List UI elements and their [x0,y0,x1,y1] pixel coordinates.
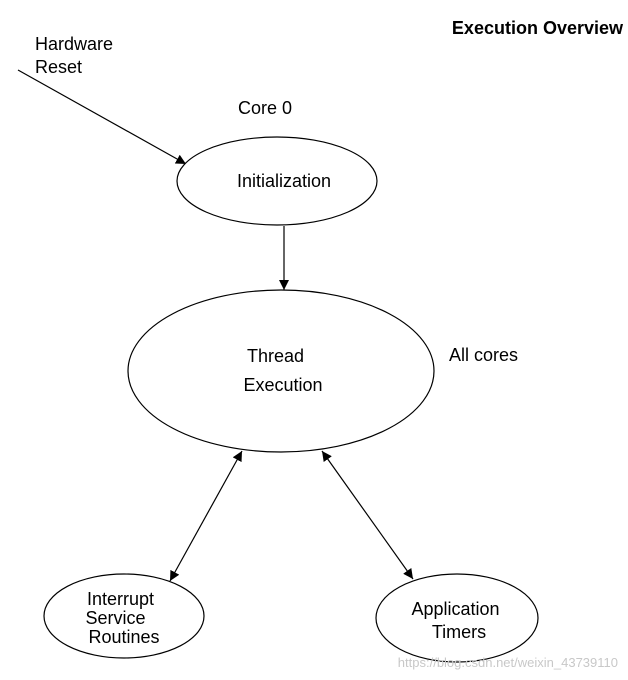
thread-execution-node [127,289,435,453]
app-timers-node [375,573,539,663]
initialization-node [176,136,378,226]
hardware-reset-label: Hardware Reset [35,34,118,77]
thread-execution-line-2: Execution [243,375,322,395]
thread-execution-label: Thread Execution [243,346,322,395]
edge-thread-app-timers [321,450,414,580]
edge-thread-isr [169,450,243,582]
core0-label: Core 0 [238,98,292,118]
all-cores-label: All cores [449,345,518,365]
hardware-reset-line-2: Reset [35,57,82,77]
thread-execution-line-1: Thread [247,346,304,366]
isr-line-3: Routines [88,627,159,647]
app-timers-line-2: Timers [432,622,486,642]
hardware-reset-line-1: Hardware [35,34,113,54]
watermark-text: https://blog.csdn.net/weixin_43739110 [398,655,618,670]
isr-line-2: Service [85,608,145,628]
app-timers-label: Application Timers [411,599,504,642]
edge-reset-to-initialization [17,69,187,165]
isr-label: Interrupt Service Routines [85,589,159,647]
app-timers-line-1: Application [411,599,499,619]
isr-line-1: Interrupt [87,589,154,609]
isr-node [43,573,205,659]
diagram-title: Execution Overview [452,18,624,38]
initialization-label: Initialization [237,171,331,191]
